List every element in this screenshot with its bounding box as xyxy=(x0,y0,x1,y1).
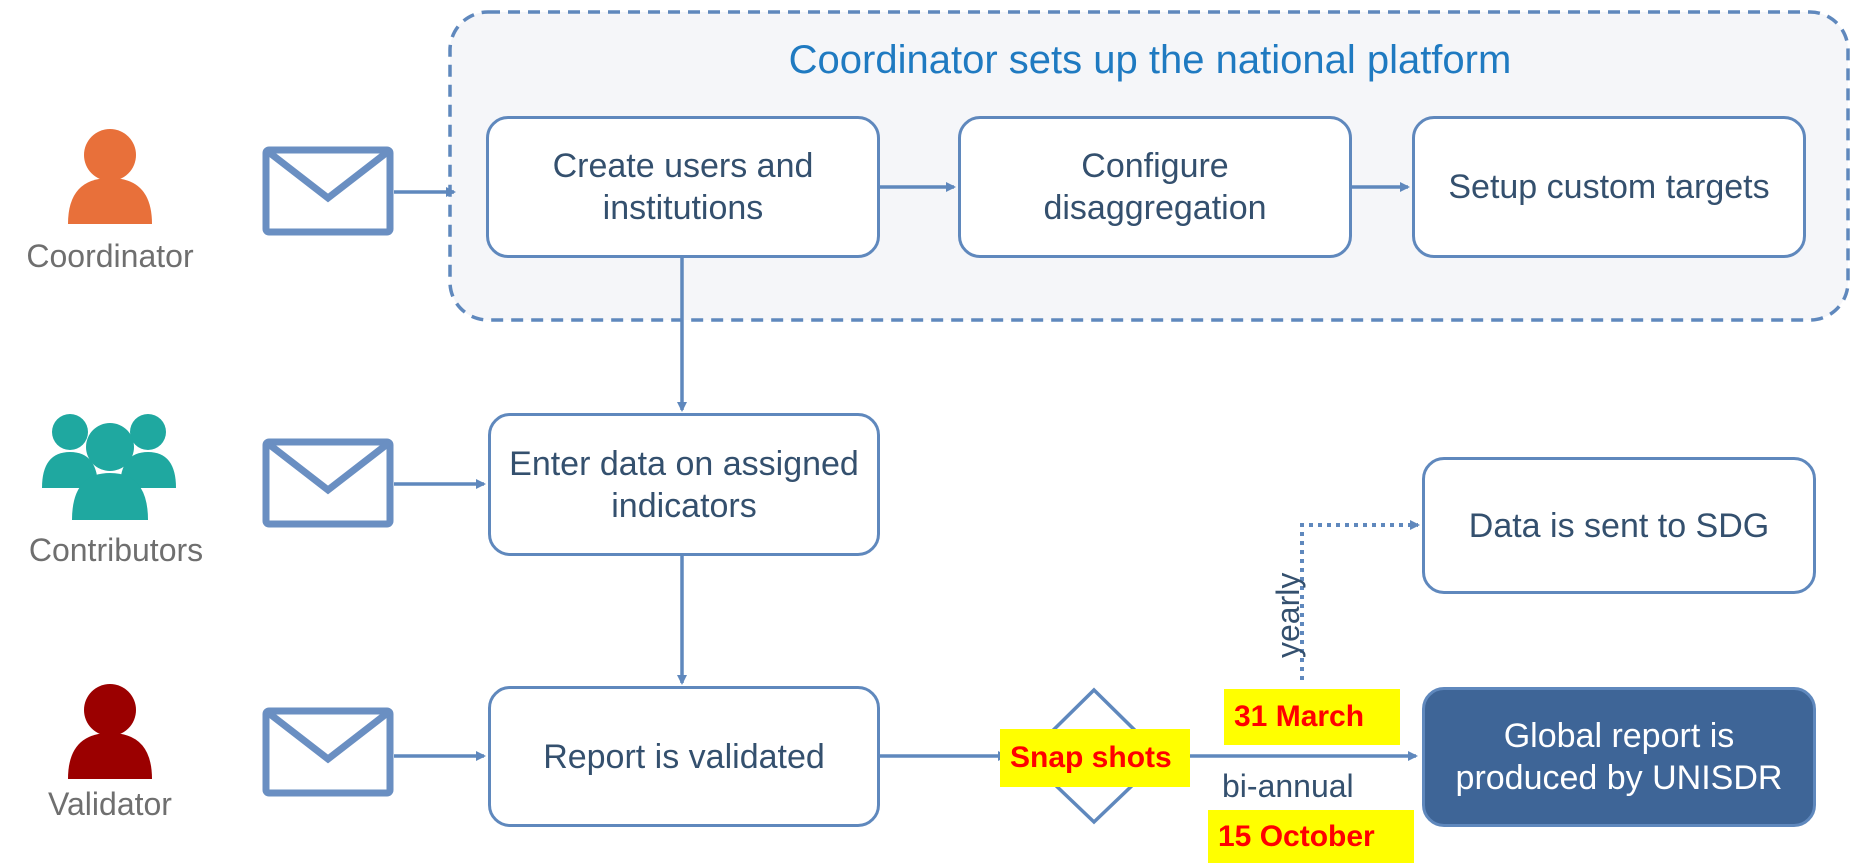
step-global-report: Global report is produced by UNISDR xyxy=(1422,687,1816,827)
coordinator-person-icon xyxy=(68,129,152,224)
email-envelope-icon xyxy=(262,707,394,797)
date-31-march: 31 March xyxy=(1224,689,1400,745)
platform-title: Coordinator sets up the national platfor… xyxy=(788,38,1512,82)
validator-person-icon xyxy=(68,684,152,779)
step-data-sent-sdg: Data is sent to SDG xyxy=(1422,457,1816,594)
step-setup-targets: Setup custom targets xyxy=(1412,116,1806,258)
contributors-group-icon xyxy=(42,414,176,520)
role-label-contributors: Contributors xyxy=(28,532,204,568)
step-enter-data: Enter data on assigned indicators xyxy=(488,413,880,556)
step-report-validated: Report is validated xyxy=(488,686,880,827)
date-15-october: 15 October xyxy=(1208,810,1414,863)
frequency-yearly: yearly xyxy=(1270,572,1306,658)
role-label-validator: Validator xyxy=(48,786,172,822)
frequency-bi-annual: bi-annual xyxy=(1222,768,1354,804)
step-configure-disaggregation: Configure disaggregation xyxy=(958,116,1352,258)
snap-shots-label: Snap shots xyxy=(1000,729,1190,787)
email-envelope-icon xyxy=(262,146,394,236)
role-label-coordinator: Coordinator xyxy=(26,238,194,274)
step-create-users: Create users and institutions xyxy=(486,116,880,258)
arrow-snapshots-to-sdg xyxy=(1300,520,1420,680)
email-envelope-icon xyxy=(262,438,394,528)
